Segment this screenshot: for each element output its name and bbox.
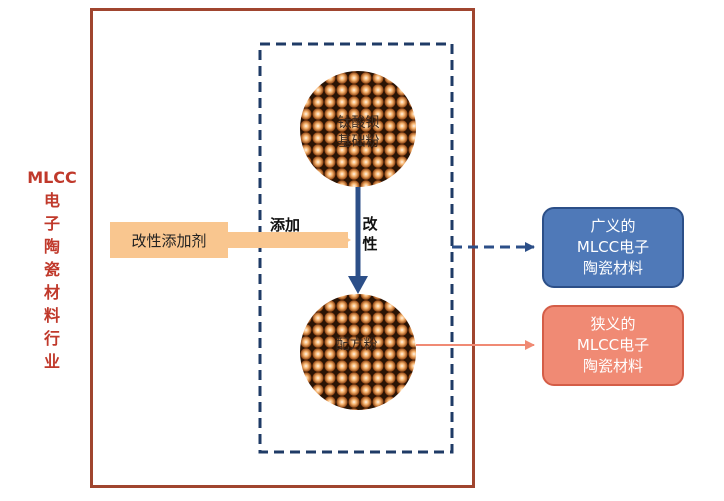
narrow-mlcc-material-box: 狭义的 MLCC电子 陶瓷材料 [542, 305, 684, 386]
additive-box: 改性添加剂 [110, 222, 228, 258]
base-powder-circle [300, 71, 416, 187]
modify-arrow-label: 改 性 [362, 215, 378, 253]
formula-powder-label: 配方粉 [335, 337, 378, 353]
base-powder-label: 钛酸钡 基础粉 [337, 115, 380, 150]
add-arrow-label: 添加 [270, 216, 301, 234]
formula-powder-circle [300, 294, 416, 410]
broad-mlcc-material-box: 广义的 MLCC电子 陶瓷材料 [542, 207, 684, 288]
industry-label: MLCC 电 子 陶 瓷 材 料 行 业 [27, 168, 77, 371]
modify-arrow-head [348, 276, 368, 294]
